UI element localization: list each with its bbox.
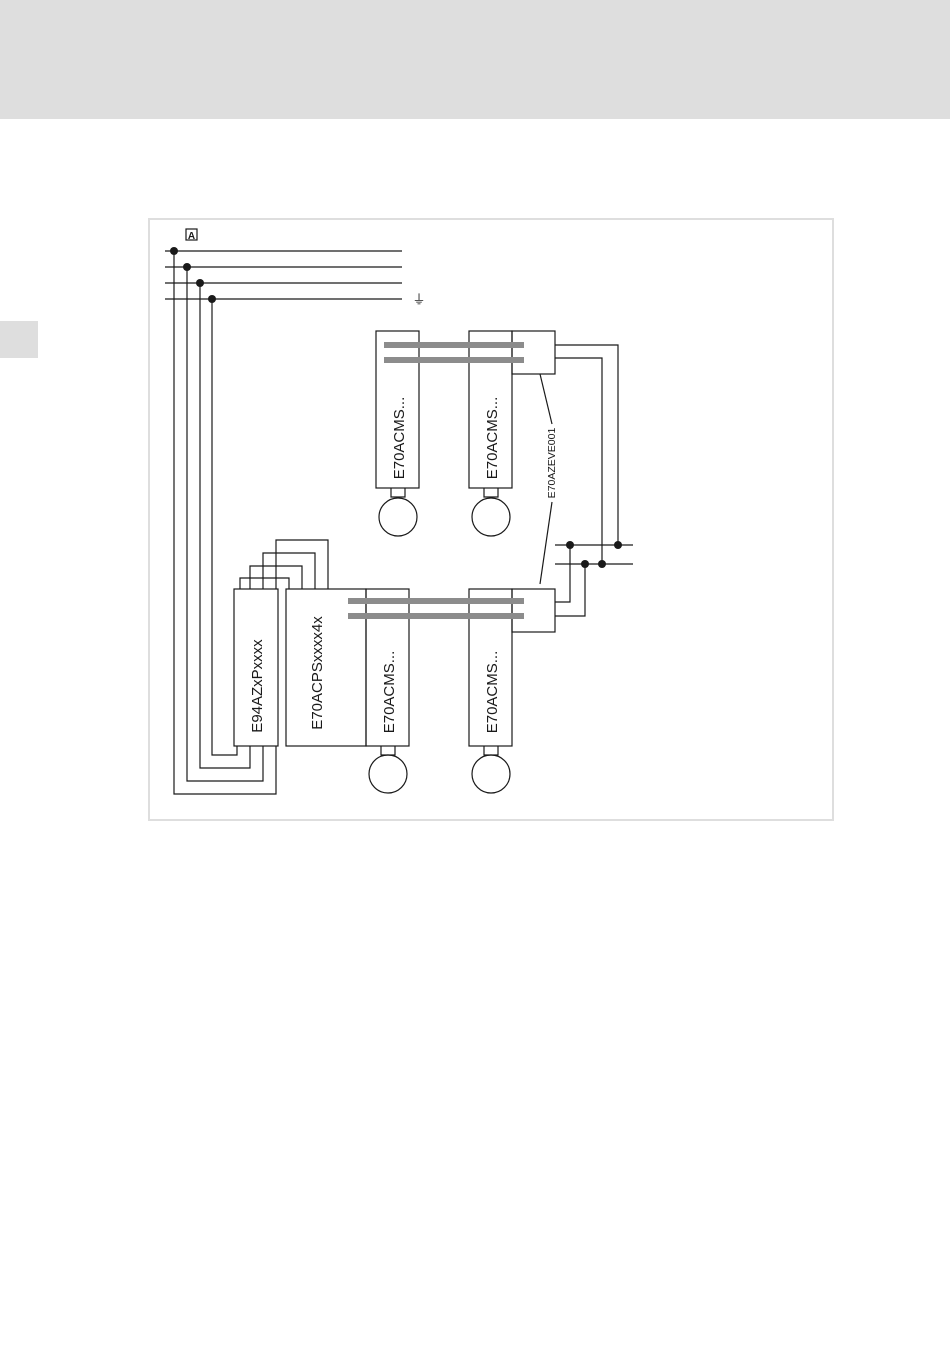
motor-connector-lower-2: [484, 746, 498, 755]
junction-dot: [598, 560, 606, 568]
leader-upper: [540, 374, 552, 424]
motor-connector-lower-1: [381, 746, 395, 755]
power-supply-label: E70ACPSxxxx4x: [309, 616, 326, 730]
junction-dot: [208, 295, 216, 303]
busbar-upper-1: [384, 342, 524, 348]
link-wire-1: [240, 578, 289, 589]
junction-dot: [196, 279, 204, 287]
motor-upper-2: [472, 498, 510, 536]
supply-module-label: E94AZxPxxxx: [249, 639, 266, 733]
drop-line-pe: [212, 299, 237, 755]
bus-wire-lower-1: [555, 545, 570, 602]
interface-box-upper: [512, 331, 555, 374]
bus-wire-upper-1: [555, 345, 618, 545]
junction-dot: [566, 541, 574, 549]
marker-label: A: [188, 231, 195, 242]
axis-module-label-upper-1: E70ACMS...: [391, 397, 408, 480]
axis-module-label-lower-2: E70ACMS...: [484, 651, 501, 734]
motor-upper-1: [379, 498, 417, 536]
interface-label: E70AZEVE001: [546, 428, 558, 499]
leader-lower: [540, 502, 552, 584]
pe-symbol: ⏚: [412, 292, 425, 307]
axis-module-label-upper-2: E70ACMS...: [484, 397, 501, 480]
interface-box-lower: [512, 589, 555, 632]
motor-connector-upper-1: [391, 488, 405, 497]
power-supply-box: [286, 589, 366, 746]
motor-lower-2: [472, 755, 510, 793]
motor-connector-upper-2: [484, 488, 498, 497]
busbar-upper-2: [384, 357, 524, 363]
busbar-lower-1: [348, 598, 524, 604]
axis-module-label-lower-1: E70ACMS...: [381, 651, 398, 734]
junction-dot: [170, 247, 178, 255]
motor-lower-1: [369, 755, 407, 793]
drop-line-3: [200, 283, 250, 768]
junction-dot: [581, 560, 589, 568]
bus-wire-upper-2: [555, 358, 602, 564]
junction-dot: [614, 541, 622, 549]
busbar-lower-2: [348, 613, 524, 619]
junction-dot: [183, 263, 191, 271]
